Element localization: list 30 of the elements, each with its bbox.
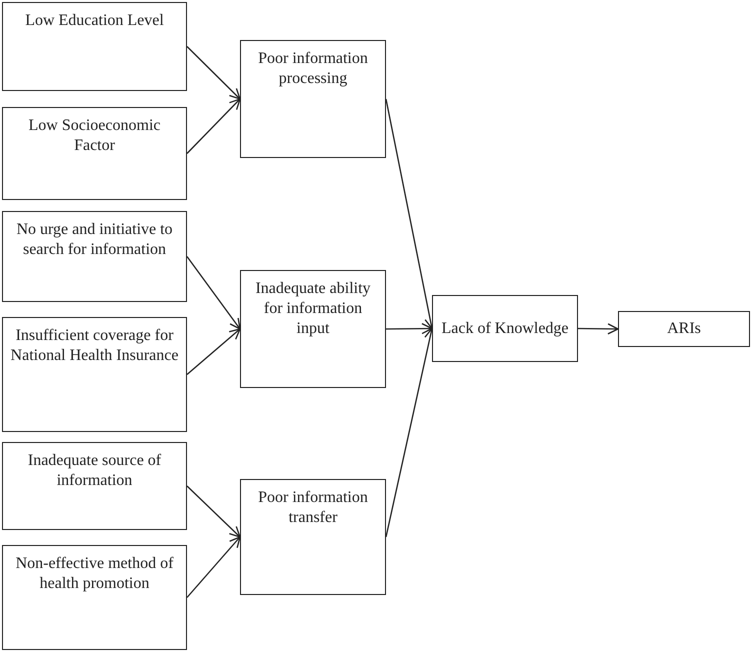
box-label: Insufficient coverage for National Health Insurance <box>10 326 180 366</box>
process-box <box>240 40 386 158</box>
process-box <box>2 442 187 530</box>
process-box <box>240 479 386 595</box>
arrow <box>186 256 241 330</box>
process-box <box>2 2 187 91</box>
process-box <box>2 211 187 302</box>
box-label: Low Socioeconomic Factor <box>28 116 162 156</box>
process-box <box>432 295 578 362</box>
box-label: Low Education Level <box>25 11 164 31</box>
arrow <box>186 536 241 598</box>
process-box <box>240 270 386 388</box>
process-box <box>2 107 187 200</box>
box-label: Inadequate ability for information input <box>254 279 372 339</box>
arrow <box>386 322 433 334</box>
arrow <box>578 323 619 335</box>
box-label: ARIs <box>667 319 701 339</box>
process-box <box>2 317 187 432</box>
arrow <box>186 486 241 538</box>
arrow <box>186 98 241 154</box>
box-label: No urge and initiative to search for information <box>15 220 174 260</box>
box-label: Lack of Knowledge <box>441 318 569 338</box>
box-label: Inadequate source of information <box>26 451 162 491</box>
box-label: Poor information processing <box>257 49 369 89</box>
arrow <box>186 328 241 375</box>
box-label: Non-effective method of health promotion <box>14 554 174 594</box>
box-label: Poor information transfer <box>257 488 369 528</box>
arrow <box>186 46 241 100</box>
process-box <box>618 311 750 347</box>
process-box <box>2 545 187 650</box>
